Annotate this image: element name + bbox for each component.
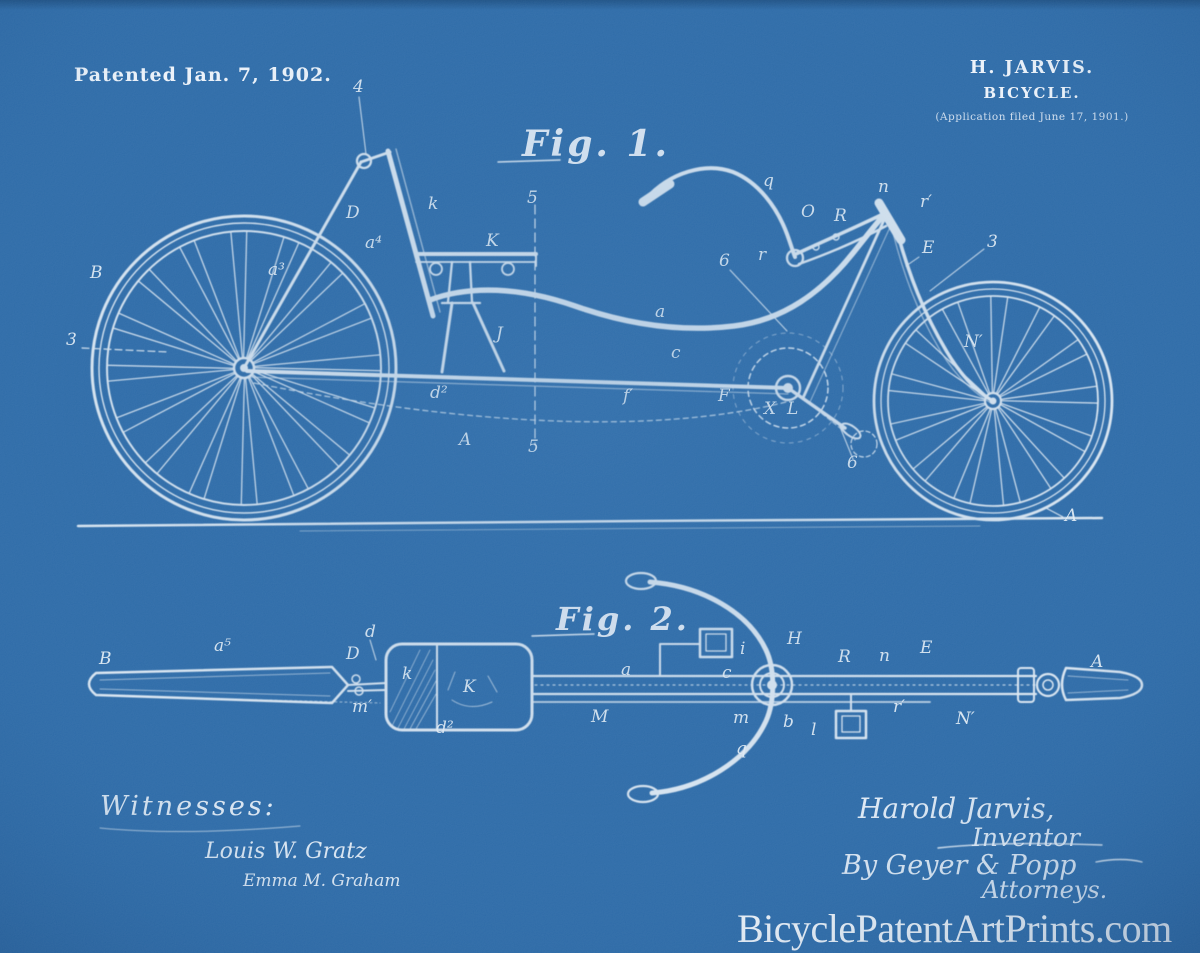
blueprint-print: Patented Jan. 7, 1902. H. JARVIS. BICYCL… — [0, 0, 1200, 953]
patent-blueprint-canvas: Patented Jan. 7, 1902. H. JARVIS. BICYCL… — [0, 0, 1200, 953]
paper-grain — [0, 0, 1200, 953]
